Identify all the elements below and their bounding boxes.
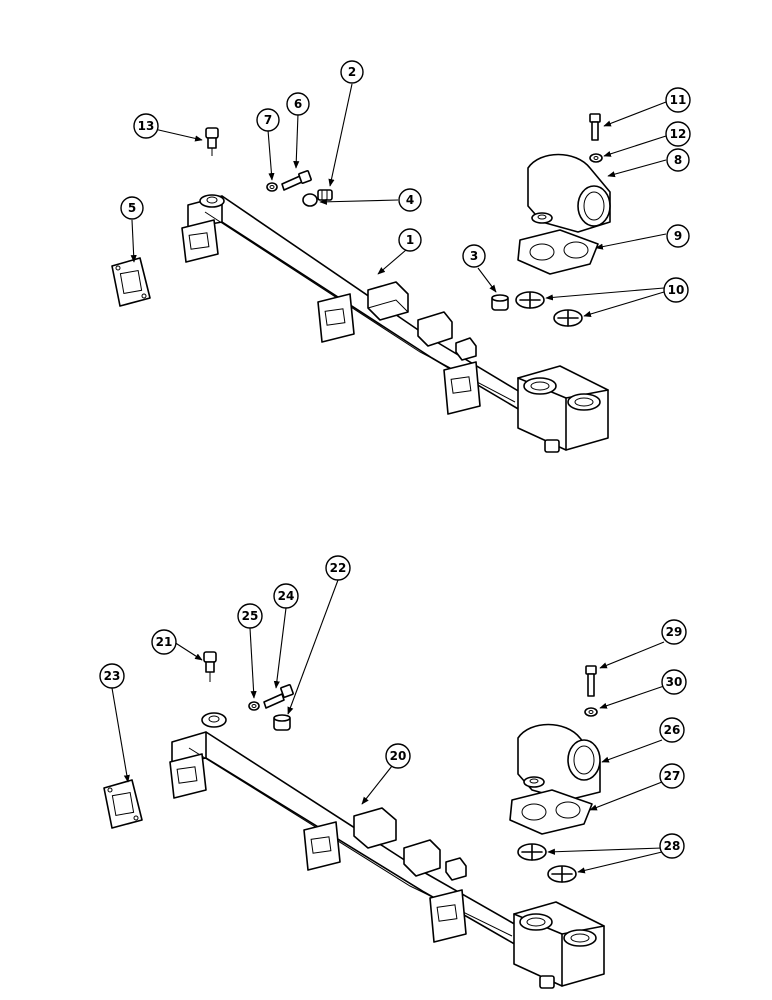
- svg-text:22: 22: [330, 561, 347, 575]
- washer-12: [589, 153, 603, 163]
- callout-4: 4: [398, 188, 422, 212]
- washer-7: [266, 182, 278, 192]
- callout-25: 25: [237, 603, 263, 629]
- callout-29: 29: [661, 619, 687, 645]
- bolt-29: [585, 665, 597, 697]
- svg-text:21: 21: [156, 635, 173, 649]
- callout-1: 1: [398, 228, 422, 252]
- water-manifold-1: [181, 194, 609, 453]
- temperature-sender-13: [205, 127, 219, 156]
- svg-text:27: 27: [664, 769, 681, 783]
- callout-2: 2: [340, 60, 364, 84]
- washer-25: [248, 701, 260, 711]
- lower-manifold-assembly: [103, 651, 605, 989]
- svg-text:30: 30: [666, 675, 683, 689]
- svg-text:10: 10: [668, 283, 685, 297]
- svg-text:28: 28: [664, 839, 681, 853]
- callout-26: 26: [659, 717, 685, 743]
- callout-12: 12: [665, 121, 691, 147]
- bolt-11: [589, 113, 601, 141]
- washer-30: [584, 707, 598, 717]
- svg-text:3: 3: [470, 249, 478, 263]
- svg-text:26: 26: [664, 723, 681, 737]
- elbow-outlet-8: [527, 153, 611, 233]
- temperature-sender-21: [203, 651, 217, 682]
- callout-10: 10: [663, 277, 689, 303]
- svg-text:7: 7: [264, 113, 272, 127]
- svg-text:5: 5: [128, 201, 136, 215]
- plug-fitting-2-4: [302, 189, 333, 207]
- callout-27: 27: [659, 763, 685, 789]
- callout-13: 13: [133, 113, 159, 139]
- callout-3: 3: [462, 244, 486, 268]
- gasket-23: [103, 779, 143, 829]
- callout-22: 22: [325, 555, 351, 581]
- bolt-24: [263, 684, 294, 709]
- svg-text:4: 4: [406, 193, 414, 207]
- callout-30: 30: [661, 669, 687, 695]
- thermostat-10-a: [515, 291, 545, 309]
- svg-text:12: 12: [670, 127, 687, 141]
- callouts: 13 7 6 2 4 5 1 3 11 12 8 9 10 21 25 24 2…: [99, 60, 691, 874]
- svg-text:24: 24: [278, 589, 295, 603]
- gasket-5: [111, 257, 151, 307]
- callout-8: 8: [666, 148, 690, 172]
- thermostat-28-b: [547, 865, 577, 883]
- svg-text:20: 20: [390, 749, 407, 763]
- thermostat-10-b: [553, 309, 583, 327]
- callout-28: 28: [659, 833, 685, 859]
- plug-22: [273, 714, 291, 731]
- gasket-27: [509, 789, 593, 835]
- water-manifold-20: [169, 712, 605, 989]
- bolt-6: [281, 170, 312, 191]
- thermostat-28-a: [517, 843, 547, 861]
- svg-text:25: 25: [242, 609, 259, 623]
- svg-text:29: 29: [666, 625, 683, 639]
- svg-text:6: 6: [294, 97, 302, 111]
- svg-text:8: 8: [674, 153, 682, 167]
- callout-23: 23: [99, 663, 125, 689]
- svg-text:13: 13: [138, 119, 155, 133]
- callout-5: 5: [120, 196, 144, 220]
- callout-9: 9: [666, 224, 690, 248]
- callout-6: 6: [286, 92, 310, 116]
- svg-text:11: 11: [670, 93, 687, 107]
- gasket-9: [517, 229, 599, 275]
- svg-text:2: 2: [348, 65, 356, 79]
- plug-3: [491, 294, 509, 311]
- svg-text:9: 9: [674, 229, 682, 243]
- svg-text:1: 1: [406, 233, 414, 247]
- callout-24: 24: [273, 583, 299, 609]
- callout-11: 11: [665, 87, 691, 113]
- callout-20: 20: [385, 743, 411, 769]
- elbow-outlet-26: [517, 723, 601, 801]
- svg-text:23: 23: [104, 669, 121, 683]
- callout-21: 21: [151, 629, 177, 655]
- callout-7: 7: [256, 108, 280, 132]
- upper-manifold-assembly: [111, 113, 611, 453]
